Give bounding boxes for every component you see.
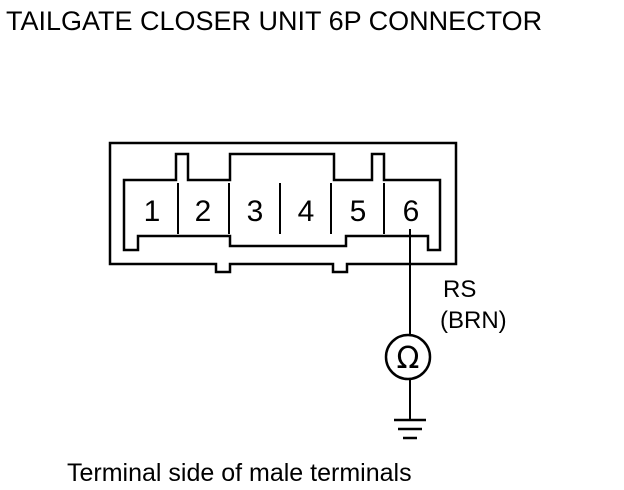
pin-5-label: 5 (350, 195, 367, 228)
pin-3-label: 3 (247, 195, 264, 228)
wire-signal-label: RS (443, 276, 476, 303)
diagram-title: TAILGATE CLOSER UNIT 6P CONNECTOR (6, 6, 542, 36)
wire-color-label: (BRN) (440, 307, 507, 334)
pin-2-label: 2 (195, 195, 212, 228)
connector-pins: 1 2 3 4 5 6 (144, 195, 420, 228)
diagram-caption: Terminal side of male terminals (67, 459, 412, 487)
pin-1-label: 1 (144, 195, 161, 228)
pin-4-label: 4 (298, 195, 315, 228)
ohm-symbol: Ω (397, 341, 420, 376)
connector-housing (108, 141, 458, 274)
pin-6-label: 6 (403, 195, 420, 228)
ground-icon (394, 418, 426, 440)
ohmmeter-icon: Ω (384, 333, 432, 381)
